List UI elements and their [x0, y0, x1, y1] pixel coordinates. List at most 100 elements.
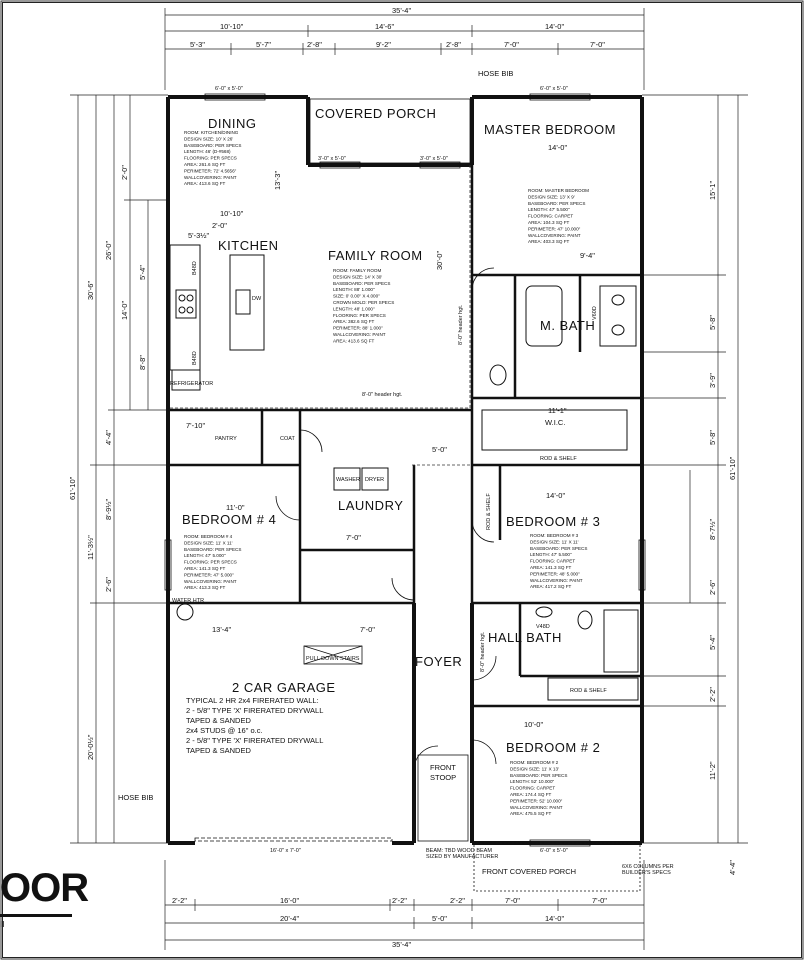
bed2-spec-line: DESIGN SIZE: 11' X 13'	[510, 766, 559, 771]
left-dim-2: 2'-0"	[120, 165, 129, 180]
bed2-spec-line: WALLCOVERING: PAINT	[510, 805, 563, 810]
kitchen-label: KITCHEN	[218, 238, 279, 253]
bed4-spec-line: WALLCOVERING: PAINT	[184, 579, 237, 584]
left-dim-10: 2'-6"	[104, 577, 113, 592]
right-dim-6: 2'-6"	[708, 580, 717, 595]
hose-bib-left: HOSE BIB	[118, 793, 153, 802]
bed3-spec-line: LENGTH: 47' 5.500"	[530, 552, 572, 557]
left-dimensions	[70, 94, 168, 844]
bottom-dim-r2-1: 20'-4"	[280, 914, 299, 923]
garage-note-line: TAPED & SANDED	[186, 746, 251, 755]
laundry-fixtures	[333, 467, 389, 491]
coat-label: COAT	[280, 436, 296, 442]
family-spec-line: CROWN MOLD: PER SPECS	[333, 300, 394, 305]
master-bedroom-label: MASTER BEDROOM	[484, 122, 616, 137]
right-dim-4: 5'-8"	[708, 430, 717, 445]
water-heater	[176, 603, 194, 621]
b48d-label-2: B48D	[192, 351, 198, 365]
left-dim-7: 4'-4"	[104, 430, 113, 445]
family-spec-line: ROOM: FAMILY ROOM	[333, 268, 381, 273]
family-spec-line: AREA: 382.6 SQ FT	[333, 319, 375, 324]
family-spec-line: DESIGN SIZE: 14' X 30'	[333, 274, 382, 279]
dim-master-h: 9'-4"	[580, 251, 595, 260]
bottom-dimensions	[164, 860, 645, 950]
top-dim-r2-1: 5'-3"	[190, 40, 205, 49]
left-dim-5: 14'-0"	[120, 301, 129, 320]
dining-spec-line: PERIMETER: 72' 4.5656"	[184, 168, 237, 173]
covered-porch-top	[309, 98, 471, 164]
hose-bib-top: HOSE BIB	[478, 69, 513, 78]
master-spec-line: FLOORING: CARPET	[528, 214, 573, 219]
master-spec-line: WALLCOVERING: PAINT	[528, 233, 581, 238]
bed2-spec-line: AREA: 475.5 SQ FT	[510, 811, 552, 816]
top-dim-r2-7: 7'-0"	[590, 40, 605, 49]
bed4-spec-line: BASEBOARD: PER SPECS	[184, 547, 241, 552]
garage-door-line	[194, 837, 393, 842]
dim-kitchen-h: 13'-3"	[273, 171, 282, 190]
family-spec-line: WALLCOVERING: PAINT	[333, 332, 386, 337]
bed3-spec-line: FLOORING: CARPET	[530, 559, 575, 564]
pantry-label: PANTRY	[215, 436, 237, 442]
bottom-dim-5: 7'-0"	[505, 896, 520, 905]
bed2-spec-line: PERIMETER: 52' 10.000"	[510, 798, 563, 803]
water-heater-label: WATER HTR	[172, 598, 204, 604]
bed2-spec-line: ROOM: BEDROOM # 2	[510, 760, 559, 765]
master-bath-label: M. BATH	[540, 318, 595, 333]
bed4-spec-line: AREA: 413.3 SQ FT	[184, 585, 226, 590]
master-spec-line: BASEBOARD: PER SPECS	[528, 201, 585, 206]
v60d-label: V60D	[592, 306, 598, 320]
hall-bath-label: HALL BATH	[488, 630, 562, 645]
garage-note-line: TYPICAL 2 HR 2x4 FIRERATED WALL:	[186, 696, 319, 705]
dim-kitchen-a: 5'-3½"	[188, 231, 210, 240]
bottom-dim-3: 2'-2"	[392, 896, 407, 905]
front-stoop-label-2: STOOP	[430, 773, 456, 782]
windows	[164, 93, 646, 847]
garage-note-line: 2x4 STUDS @ 16" o.c.	[186, 726, 263, 735]
dining-spec-line: AREA: 261.6 SQ FT	[184, 162, 226, 167]
header-height-2: 8'-0" header hgt.	[458, 304, 464, 345]
bed3-spec-line: PERIMETER: 48' 5.000"	[530, 571, 580, 576]
dining-spec-line: AREA: 413.6 SQ FT	[184, 181, 226, 186]
front-stoop	[417, 754, 469, 842]
family-spec-line: BASEBOARD: PER SPECS	[333, 281, 390, 286]
family-spec-line: LENGTH: 48' 1.000"	[333, 306, 375, 311]
top-dim-3: 14'-0"	[545, 22, 564, 31]
dryer-label: DRYER	[365, 477, 384, 483]
bed4-spec-line: PERIMETER: 47' 5.000"	[184, 572, 234, 577]
overall-width-top: 35'-4"	[392, 6, 411, 15]
dim-foyer: 5'-0"	[432, 445, 447, 454]
header-height-1: 8'-0" header hgt.	[362, 392, 403, 398]
bottom-dim-4: 2'-2"	[450, 896, 465, 905]
wic-label: W.I.C.	[545, 418, 565, 427]
dining-spec-line: BASEBOARD: PER SPECS	[184, 143, 241, 148]
logo-subtext: II	[0, 920, 5, 929]
bed4-spec-line: AREA: 141.3 SQ FT	[184, 566, 226, 571]
b48d-label-1: B48D	[192, 261, 198, 275]
left-dim-9: 8'-9½"	[104, 498, 113, 520]
covered-porch-label: COVERED PORCH	[315, 106, 436, 121]
hall-bath-fixtures	[535, 606, 639, 701]
dim-laundry-w: 7'-0"	[346, 533, 361, 542]
master-bath-fixtures	[481, 285, 637, 451]
bed3-spec-line: BASEBOARD: PER SPECS	[530, 546, 587, 551]
left-dim-8: 11'-3½"	[86, 535, 95, 560]
beam-note-1: BEAM: TBD WOOD BEAM	[426, 848, 492, 854]
column-note-2: BUILDER'S SPECS	[622, 870, 671, 876]
dining-spec-line: LENGTH: 46' (D-#568)	[184, 149, 231, 154]
dining-label: DINING	[208, 116, 257, 131]
overall-depth-left: 61'-10"	[68, 476, 77, 500]
dim-pantry: 7'-10"	[186, 421, 205, 430]
beam-note-2: SIZED BY MANUFACTURER	[426, 854, 498, 860]
front-stoop-label-1: FRONT	[430, 763, 456, 772]
window-dining-label: 6'-0" x 5'-0"	[215, 86, 243, 92]
bed4-spec-line: FLOORING: PER SPECS	[184, 560, 237, 565]
interior-walls	[168, 165, 642, 708]
bottom-dim-r2-3: 14'-0"	[545, 914, 564, 923]
left-dim-11: 20'-0½"	[86, 734, 95, 760]
top-dim-r2-6: 7'-0"	[504, 40, 519, 49]
dining-spec-line: ROOM: KITCHEN/DINING	[184, 130, 239, 135]
